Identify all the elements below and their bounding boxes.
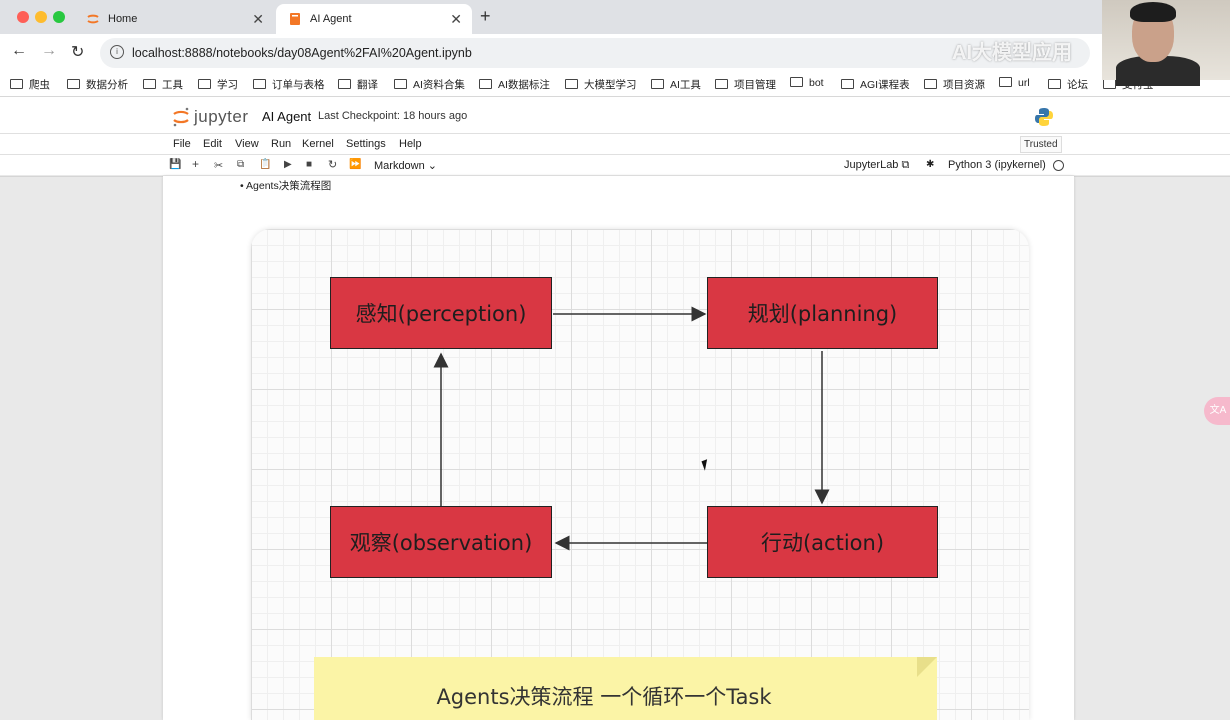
menu-bar: File Edit View Run Kernel Settings Help … bbox=[0, 133, 1230, 155]
folder-icon bbox=[565, 79, 578, 89]
jupyter-header: jupyter AI Agent Last Checkpoint: 18 hou… bbox=[0, 97, 1230, 177]
bookmark-folder[interactable]: 工具 bbox=[143, 77, 183, 92]
new-tab-button[interactable]: + bbox=[480, 6, 491, 26]
maximize-window-button[interactable] bbox=[53, 11, 65, 23]
jupyter-wordmark: jupyter bbox=[194, 107, 249, 126]
trusted-indicator[interactable]: Trusted bbox=[1020, 136, 1062, 153]
bookmark-folder[interactable]: 翻译 bbox=[338, 77, 378, 92]
node-action: 行动(action) bbox=[707, 506, 938, 578]
bookmark-folder[interactable]: 项目资源 bbox=[924, 77, 985, 92]
cut-icon[interactable]: ✂ bbox=[214, 160, 224, 172]
bookmark-folder[interactable]: 数据分析 bbox=[67, 77, 128, 92]
node-perception: 感知(perception) bbox=[330, 277, 552, 349]
tab-ai-agent[interactable]: AI Agent ✕ bbox=[276, 4, 472, 34]
bookmark-folder[interactable]: AI资料合集 bbox=[394, 77, 465, 92]
bookmark-folder[interactable]: 项目管理 bbox=[715, 77, 776, 92]
folder-icon bbox=[790, 77, 803, 87]
node-planning: 规划(planning) bbox=[707, 277, 938, 349]
sticky-note: Agents决策流程 一个循环一个Task bbox=[314, 657, 937, 720]
kernel-name[interactable]: Python 3 (ipykernel) bbox=[948, 159, 1046, 171]
browser-tab-strip: Home ✕ AI Agent ✕ + bbox=[0, 0, 1230, 34]
jupyter-favicon-icon bbox=[86, 12, 100, 26]
folder-icon bbox=[841, 79, 854, 89]
reload-icon[interactable]: ↻ bbox=[71, 44, 85, 61]
menu-kernel[interactable]: Kernel bbox=[302, 138, 334, 150]
folder-icon bbox=[924, 79, 937, 89]
folder-icon bbox=[67, 79, 80, 89]
forward-icon[interactable]: → bbox=[41, 42, 57, 59]
bookmark-folder[interactable]: url bbox=[999, 77, 1030, 89]
restart-kernel-icon[interactable]: ↻ bbox=[328, 159, 338, 171]
folder-icon bbox=[999, 77, 1012, 87]
agent-flow-diagram: 感知(perception) 规划(planning) 行动(action) 观… bbox=[251, 229, 1029, 720]
notebook-toolbar: 💾 + ✂ ⧉ 📋 ▶ ■ ↻ ⏩ Markdown ⌄ JupyterLab … bbox=[0, 154, 1230, 177]
folder-icon bbox=[143, 79, 156, 89]
notebook-title[interactable]: AI Agent bbox=[262, 109, 312, 124]
site-info-icon[interactable]: i bbox=[110, 45, 124, 59]
folder-icon bbox=[1103, 79, 1116, 89]
bookmark-folder[interactable]: 学习 bbox=[198, 77, 238, 92]
webcam-overlay bbox=[1102, 0, 1230, 86]
close-tab-icon[interactable]: ✕ bbox=[252, 11, 264, 27]
save-icon[interactable]: 💾 bbox=[169, 159, 182, 170]
folder-icon bbox=[338, 79, 351, 89]
bookmark-folder[interactable]: 大模型学习 bbox=[565, 77, 637, 92]
kernel-status-icon bbox=[1053, 160, 1064, 171]
menu-help[interactable]: Help bbox=[399, 138, 422, 150]
notebook-favicon-icon bbox=[288, 12, 302, 26]
translate-icon[interactable]: 文A bbox=[1204, 397, 1230, 425]
video-watermark: AI大模型应用 bbox=[952, 42, 1072, 64]
bookmark-folder[interactable]: AGI课程表 bbox=[841, 77, 910, 92]
bookmark-folder[interactable]: AI工具 bbox=[651, 77, 701, 92]
address-toolbar: ← → ↻ i localhost:8888/notebooks/day08Ag… bbox=[0, 34, 1230, 72]
cell-type-select[interactable]: Markdown ⌄ bbox=[374, 160, 438, 172]
bookmark-folder[interactable]: 论坛 bbox=[1048, 77, 1088, 92]
restart-run-all-icon[interactable]: ⏩ bbox=[349, 159, 362, 170]
paste-icon[interactable]: 📋 bbox=[259, 159, 272, 170]
jupyter-logo[interactable]: jupyter bbox=[172, 106, 249, 128]
menu-edit[interactable]: Edit bbox=[203, 138, 222, 150]
checkpoint-status: Last Checkpoint: 18 hours ago bbox=[318, 110, 468, 122]
jupyter-logo-icon bbox=[173, 107, 189, 127]
python-logo-icon bbox=[1035, 108, 1053, 126]
interrupt-icon[interactable]: ■ bbox=[306, 159, 313, 170]
folder-icon bbox=[715, 79, 728, 89]
close-tab-icon[interactable]: ✕ bbox=[450, 11, 462, 27]
back-icon[interactable]: ← bbox=[11, 42, 27, 59]
markdown-bullet-text: • Agents决策流程图 bbox=[240, 180, 332, 192]
folder-icon bbox=[253, 79, 266, 89]
note-fold-corner bbox=[917, 657, 937, 677]
menu-file[interactable]: File bbox=[173, 138, 191, 150]
folder-icon bbox=[394, 79, 407, 89]
minimize-window-button[interactable] bbox=[35, 11, 47, 23]
insert-cell-icon[interactable]: + bbox=[192, 157, 200, 171]
diagram-arrows bbox=[433, 306, 830, 551]
bookmark-folder[interactable]: 订单与表格 bbox=[253, 77, 325, 92]
bookmark-folder[interactable]: AI数据标注 bbox=[479, 77, 550, 92]
node-observation: 观察(observation) bbox=[330, 506, 552, 578]
tab-label: AI Agent bbox=[310, 13, 352, 25]
folder-icon bbox=[198, 79, 211, 89]
folder-icon bbox=[651, 79, 664, 89]
run-cell-icon[interactable]: ▶ bbox=[284, 159, 292, 170]
folder-icon bbox=[10, 79, 23, 89]
menu-settings[interactable]: Settings bbox=[346, 138, 386, 150]
folder-icon bbox=[1048, 79, 1061, 89]
debugger-icon[interactable]: ✱ bbox=[926, 159, 935, 170]
url-text[interactable]: localhost:8888/notebooks/day08Agent%2FAI… bbox=[132, 46, 472, 60]
jupyterlab-link[interactable]: JupyterLab ⧉ bbox=[844, 159, 910, 171]
sticky-note-text: Agents决策流程 一个循环一个Task bbox=[436, 685, 772, 709]
menu-run[interactable]: Run bbox=[271, 138, 292, 150]
menu-view[interactable]: View bbox=[235, 138, 259, 150]
folder-icon bbox=[479, 79, 492, 89]
copy-icon[interactable]: ⧉ bbox=[237, 159, 245, 170]
bookmark-folder[interactable]: bot bbox=[790, 77, 824, 89]
tab-home[interactable]: Home ✕ bbox=[74, 4, 274, 34]
bookmark-folder[interactable]: 爬虫 bbox=[10, 77, 50, 92]
bookmarks-bar: 爬虫 数据分析 工具 学习 订单与表格 翻译 AI资料合集 AI数据标注 大模型… bbox=[0, 72, 1230, 97]
close-window-button[interactable] bbox=[17, 11, 29, 23]
tab-label: Home bbox=[108, 13, 138, 25]
url-bar[interactable]: i localhost:8888/notebooks/day08Agent%2F… bbox=[100, 38, 1090, 68]
